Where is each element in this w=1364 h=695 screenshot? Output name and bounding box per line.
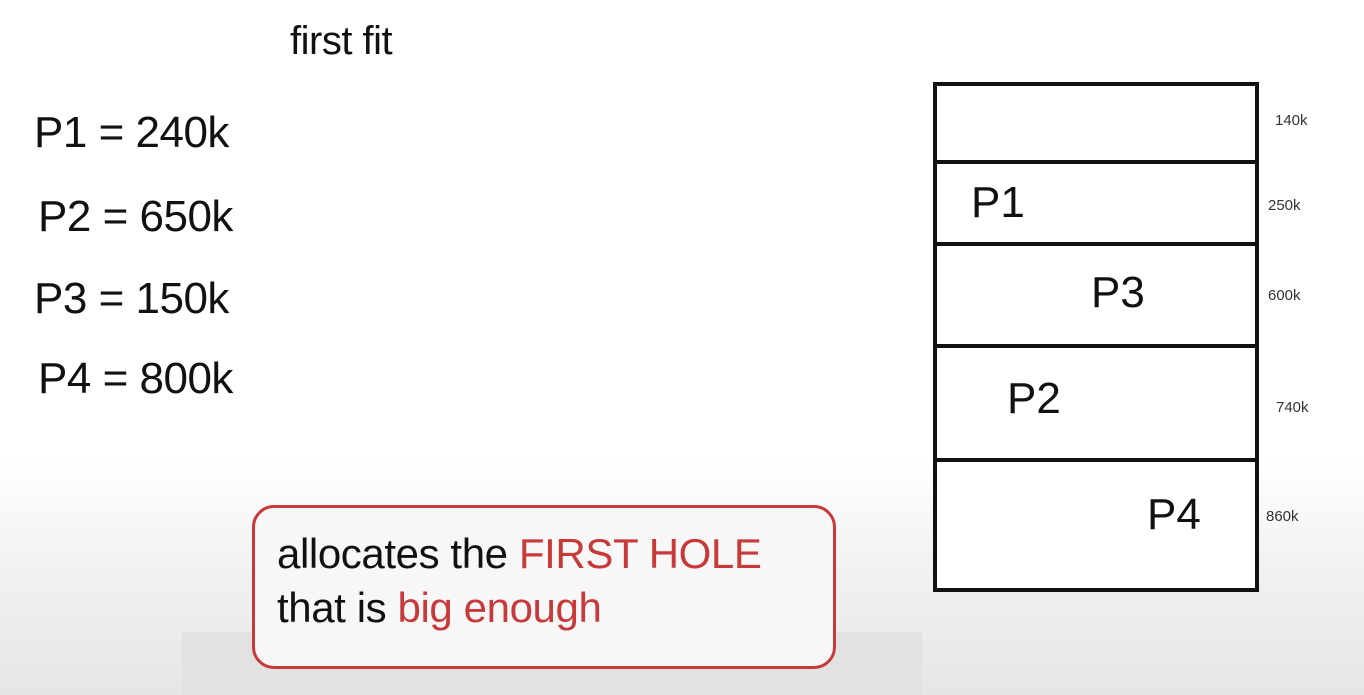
hole-size-label: 740k xyxy=(1276,399,1309,416)
hole-size-label: 250k xyxy=(1268,197,1301,214)
process-item-p1: P1 = 240k xyxy=(34,108,233,192)
callout-highlight: big enough xyxy=(397,584,602,631)
callout-text: that is xyxy=(277,584,398,631)
definition-callout: allocates the FIRST HOLE that is big eno… xyxy=(252,505,836,669)
process-list: P1 = 240k P2 = 650k P3 = 150k P4 = 800k xyxy=(34,108,233,438)
hole-size-label: 600k xyxy=(1268,287,1301,304)
process-size: 240k xyxy=(135,108,230,157)
process-name: P4 xyxy=(38,354,91,403)
diagram-title: first fit xyxy=(290,19,393,63)
process-name: P3 xyxy=(34,274,87,323)
memory-block-3: P3 xyxy=(937,242,1255,348)
process-item-p2: P2 = 650k xyxy=(34,192,233,276)
memory-diagram: P1 P3 P2 P4 xyxy=(933,82,1259,592)
memory-block-4: P2 xyxy=(937,344,1255,462)
callout-text: allocates the xyxy=(277,530,519,577)
process-name: P1 xyxy=(34,108,87,157)
process-name: P2 xyxy=(38,192,91,241)
equals-sign: = xyxy=(102,354,129,403)
process-item-p3: P3 = 150k xyxy=(34,274,233,358)
process-size: 650k xyxy=(139,192,234,241)
p4-highlight xyxy=(1129,478,1209,550)
block-label: P4 xyxy=(1147,490,1201,539)
process-size: 800k xyxy=(139,354,234,403)
equals-sign: = xyxy=(98,108,125,157)
process-size: 150k xyxy=(135,274,230,323)
equals-sign: = xyxy=(102,192,129,241)
callout-highlight: FIRST HOLE xyxy=(518,530,762,577)
hole-size-label: 860k xyxy=(1266,508,1299,525)
block-label: P3 xyxy=(1091,268,1145,317)
hole-size-label: 140k xyxy=(1275,112,1308,129)
equals-sign: = xyxy=(98,274,125,323)
callout-line-2: that is big enough xyxy=(277,584,602,632)
block-label: P1 xyxy=(971,178,1025,227)
memory-block-1 xyxy=(937,86,1255,164)
process-item-p4: P4 = 800k xyxy=(34,354,233,438)
callout-line-1: allocates the FIRST HOLE xyxy=(277,530,762,578)
block-label: P2 xyxy=(1007,374,1061,423)
memory-block-5: P4 xyxy=(937,458,1255,588)
memory-block-2: P1 xyxy=(937,160,1255,246)
